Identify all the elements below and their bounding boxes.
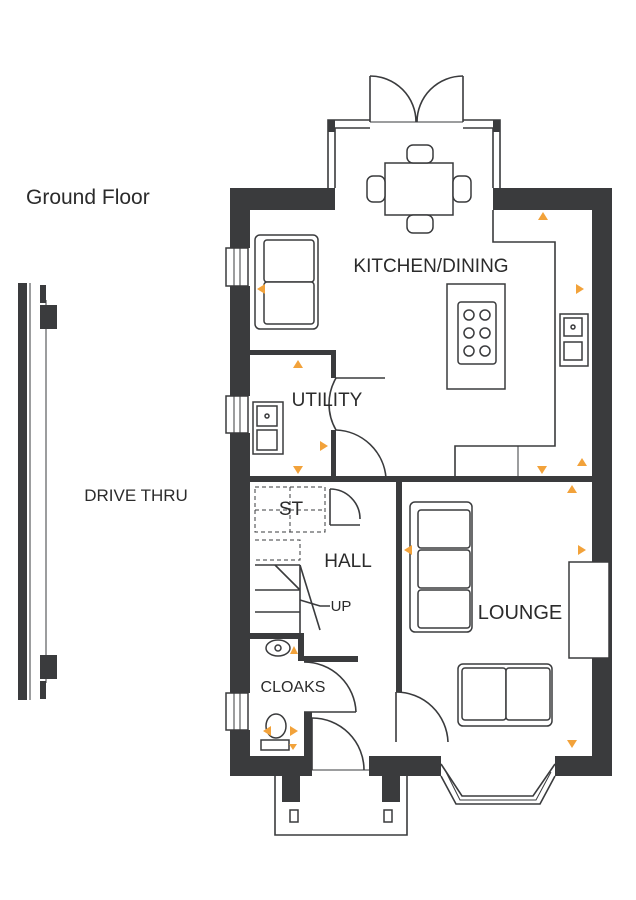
- label-drive-thru: DRIVE THRU: [84, 486, 188, 505]
- staircase: [254, 486, 361, 633]
- label-stairs-up: UP: [331, 598, 352, 615]
- label-lounge: LOUNGE: [478, 602, 562, 624]
- label-utility: UTILITY: [292, 390, 363, 411]
- kitchen-island: [446, 283, 506, 390]
- label-store: ST: [279, 499, 304, 520]
- label-hall: HALL: [324, 551, 372, 572]
- kitchen-counter: [454, 210, 589, 476]
- lounge-sofa-horizontal: [457, 663, 553, 727]
- left-windows: [225, 247, 249, 731]
- drive-thru-wall: [18, 283, 57, 700]
- label-cloaks: CLOAKS: [261, 679, 326, 696]
- front-porch: [274, 717, 408, 836]
- lounge-sideboard: [568, 561, 610, 659]
- front-bay-window: [440, 763, 556, 805]
- kitchen-sofa: [254, 234, 319, 330]
- rear-bay: [327, 75, 501, 188]
- position-markers: [257, 212, 587, 750]
- label-kitchen-dining: KITCHEN/DINING: [353, 256, 508, 277]
- cloaks-room: [260, 639, 358, 756]
- utility-room: [250, 350, 387, 479]
- floor-title: Ground Floor: [26, 186, 150, 209]
- dining-table: [366, 144, 472, 234]
- lounge-sofa-vertical: [409, 501, 473, 633]
- internal-walls: [250, 476, 612, 743]
